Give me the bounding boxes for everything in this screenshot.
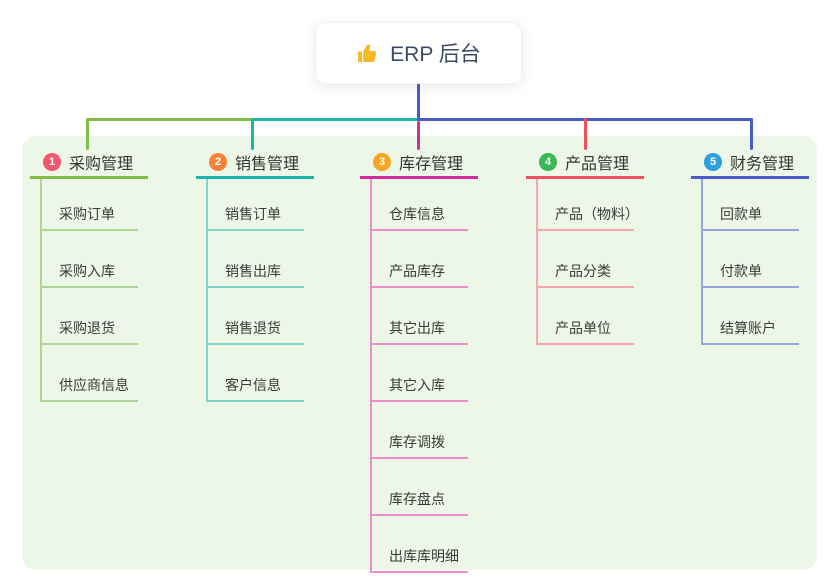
- child-node[interactable]: 客户信息: [206, 345, 304, 402]
- child-label: 出库库明细: [389, 548, 459, 564]
- branch-label: 财务管理: [730, 156, 795, 173]
- connector-bus-left: [86, 118, 253, 121]
- root-label: ERP 后台: [390, 43, 481, 66]
- child-node[interactable]: 仓库信息: [370, 179, 468, 231]
- child-label: 销售出库: [225, 263, 281, 279]
- branch: 2 销售管理 销售订单 销售出库 销售退货 客户信息: [196, 148, 314, 402]
- branch-label: 销售管理: [235, 156, 300, 173]
- branch-heading[interactable]: 1 采购管理: [30, 148, 148, 179]
- child-label: 采购入库: [59, 263, 115, 279]
- child-label: 产品分类: [555, 263, 611, 279]
- connector-drop-5: [750, 118, 753, 150]
- mindmap-panel: [22, 136, 817, 570]
- child-node[interactable]: 结算账户: [701, 288, 799, 345]
- thumbs-up-icon: [356, 41, 380, 65]
- child-label: 其它出库: [389, 320, 445, 336]
- child-label: 客户信息: [225, 377, 281, 393]
- child-node[interactable]: 付款单: [701, 231, 799, 288]
- child-label: 产品单位: [555, 320, 611, 336]
- child-node[interactable]: 库存盘点: [370, 459, 468, 516]
- child-node[interactable]: 采购入库: [40, 231, 138, 288]
- branch-badge: 4: [544, 156, 552, 168]
- child-label: 库存调拨: [389, 434, 445, 450]
- child-node[interactable]: 产品（物料）: [536, 179, 639, 231]
- child-node[interactable]: 销售订单: [206, 179, 304, 231]
- child-node[interactable]: 采购退货: [40, 288, 138, 345]
- child-node[interactable]: 供应商信息: [40, 345, 138, 402]
- branch-children: 仓库信息 产品库存 其它出库 其它入库 库存调拨 库存盘点 出库库明细: [360, 179, 478, 573]
- branch-heading[interactable]: 5 财务管理: [691, 148, 809, 179]
- child-node[interactable]: 产品单位: [536, 288, 634, 345]
- child-label: 付款单: [720, 263, 762, 279]
- branch: 5 财务管理 回款单 付款单 结算账户: [691, 148, 809, 345]
- child-label: 销售订单: [225, 206, 281, 222]
- child-node[interactable]: 销售退货: [206, 288, 304, 345]
- child-label: 其它入库: [389, 377, 445, 393]
- child-label: 采购退货: [59, 320, 115, 336]
- child-label: 仓库信息: [389, 206, 445, 222]
- connector-drop-3: [417, 121, 420, 150]
- child-node[interactable]: 出库库明细: [370, 516, 468, 573]
- branch-label: 采购管理: [69, 156, 134, 173]
- branch-number-badge: 1: [43, 153, 61, 171]
- connector-bus-mid: [251, 118, 420, 121]
- branch-badge: 5: [709, 156, 717, 168]
- child-label: 库存盘点: [389, 491, 445, 507]
- branch-number-badge: 5: [704, 153, 722, 171]
- branch-label: 库存管理: [399, 156, 464, 173]
- branch: 3 库存管理 仓库信息 产品库存 其它出库 其它入库 库存调拨 库存盘点 出库库…: [360, 148, 478, 573]
- child-node[interactable]: 产品分类: [536, 231, 634, 288]
- branch-children: 回款单 付款单 结算账户: [691, 179, 809, 345]
- child-node[interactable]: 其它入库: [370, 345, 468, 402]
- child-node[interactable]: 产品库存: [370, 231, 468, 288]
- branch-children: 产品（物料） 产品分类 产品单位: [526, 179, 644, 345]
- connector-drop-1: [86, 118, 89, 150]
- branch-number-badge: 2: [209, 153, 227, 171]
- branch-badge: 1: [48, 156, 56, 168]
- branch-heading[interactable]: 4 产品管理: [526, 148, 644, 179]
- child-node[interactable]: 回款单: [701, 179, 799, 231]
- branch-heading[interactable]: 2 销售管理: [196, 148, 314, 179]
- branch: 1 采购管理 采购订单 采购入库 采购退货 供应商信息: [30, 148, 148, 402]
- child-node[interactable]: 其它出库: [370, 288, 468, 345]
- child-node[interactable]: 库存调拨: [370, 402, 468, 459]
- thumbs-up-icon-svg: [358, 44, 377, 62]
- branch-badge: 3: [378, 156, 386, 168]
- branch-badge: 2: [214, 156, 222, 168]
- branch: 4 产品管理 产品（物料） 产品分类 产品单位: [526, 148, 644, 345]
- child-label: 采购订单: [59, 206, 115, 222]
- branch-children: 销售订单 销售出库 销售退货 客户信息: [196, 179, 314, 402]
- branch-children: 采购订单 采购入库 采购退货 供应商信息: [30, 179, 148, 402]
- connector-drop-4: [584, 118, 587, 150]
- branch-label: 产品管理: [565, 156, 630, 173]
- child-label: 回款单: [720, 206, 762, 222]
- connector-root-drop: [417, 82, 420, 121]
- root-node[interactable]: ERP 后台: [315, 22, 522, 84]
- child-node[interactable]: 销售出库: [206, 231, 304, 288]
- child-label: 销售退货: [225, 320, 281, 336]
- child-label: 供应商信息: [59, 377, 129, 393]
- branch-number-badge: 3: [373, 153, 391, 171]
- child-label: 结算账户: [720, 320, 776, 336]
- branch-heading[interactable]: 3 库存管理: [360, 148, 478, 179]
- child-node[interactable]: 采购订单: [40, 179, 138, 231]
- connector-drop-2: [251, 118, 254, 150]
- child-label: 产品库存: [389, 263, 445, 279]
- branch-number-badge: 4: [539, 153, 557, 171]
- child-label: 产品（物料）: [555, 206, 639, 222]
